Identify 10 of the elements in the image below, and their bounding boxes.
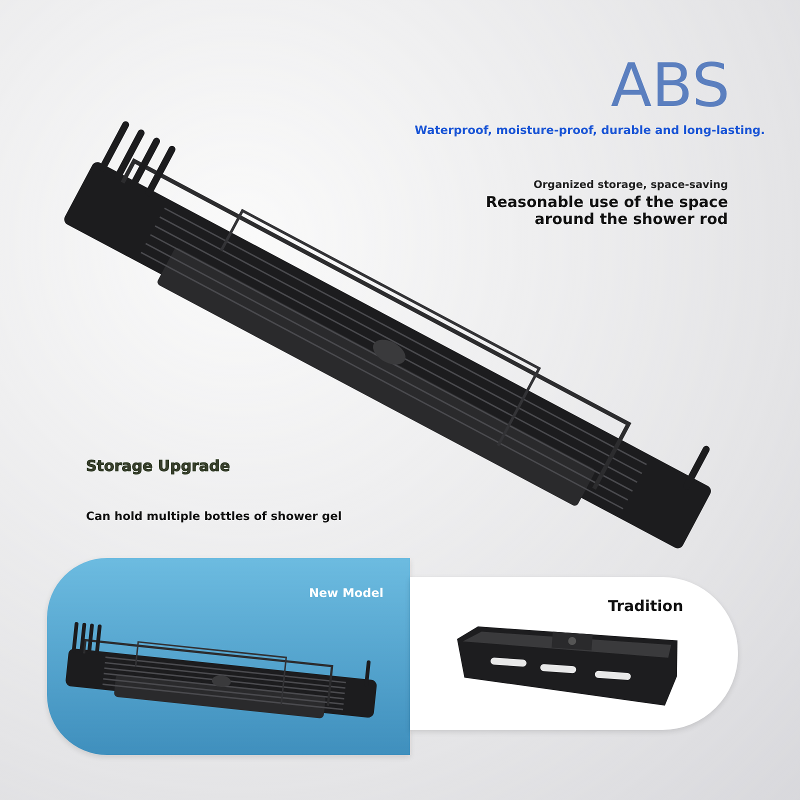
- traditional-model-panel: [410, 577, 738, 730]
- material-heading: ABS: [610, 52, 730, 121]
- feature-description: Reasonable use of the space around the shower rod: [484, 194, 728, 228]
- panel-title: New Model: [309, 586, 384, 600]
- feature-subtitle: Organized storage, space-saving: [532, 179, 728, 192]
- panel-title: Tradition: [608, 597, 684, 615]
- new-model-panel: [47, 558, 410, 755]
- section-heading: Storage Upgrade: [86, 458, 232, 476]
- section-description: Can hold multiple bottles of shower gel: [86, 510, 343, 524]
- material-description: Waterproof, moisture-proof, durable and long-lasting.: [414, 124, 765, 138]
